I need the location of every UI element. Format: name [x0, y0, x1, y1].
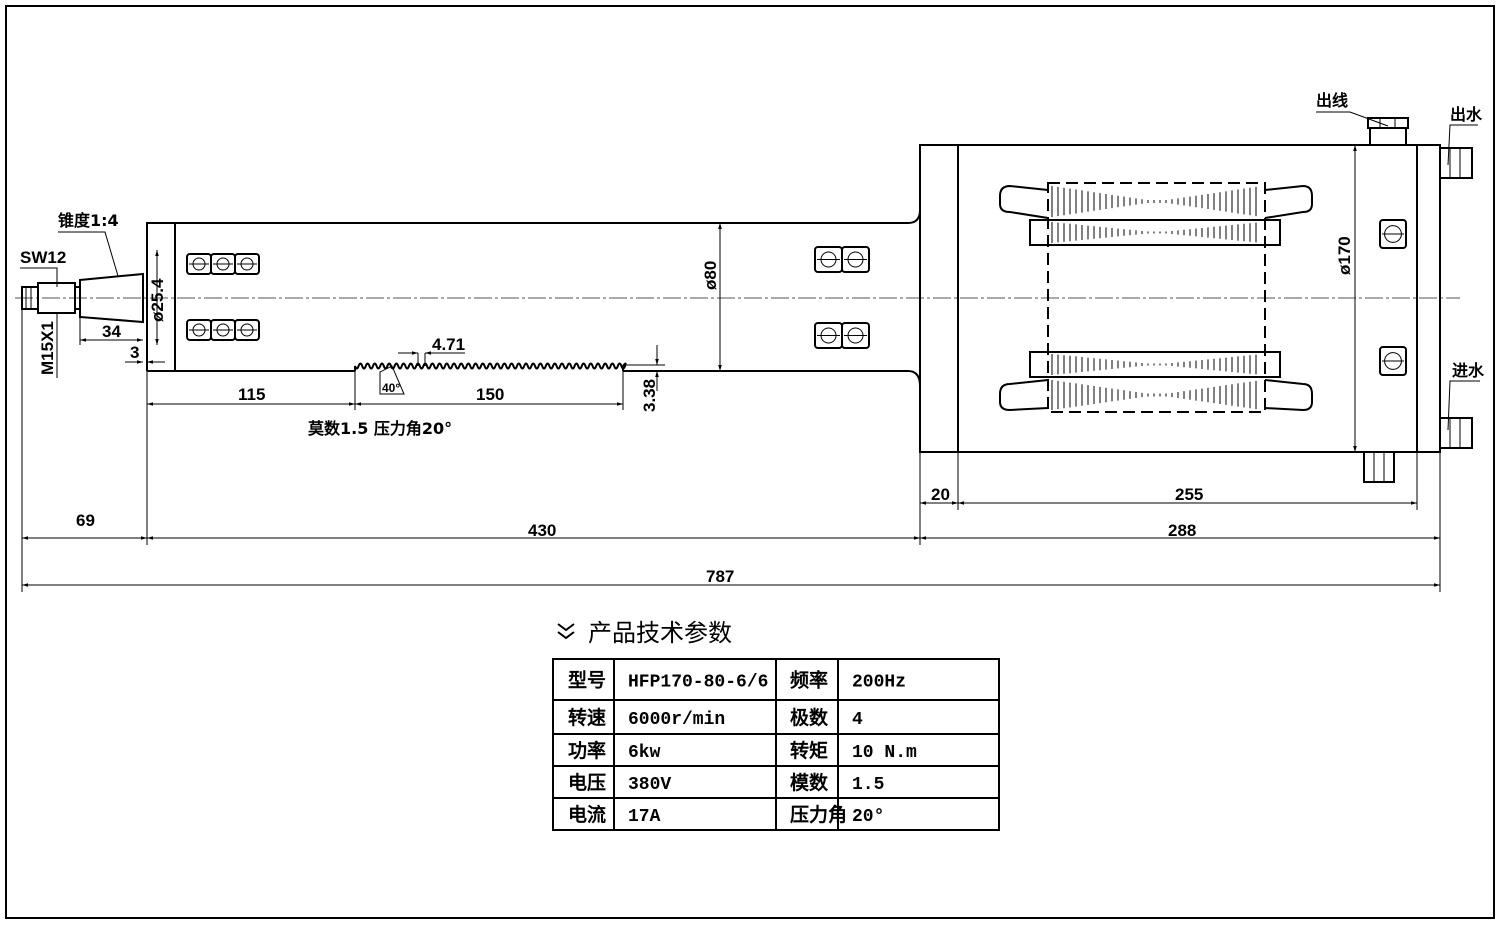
dim-288: 288 [1168, 521, 1196, 540]
dim-3: 3 [130, 343, 139, 362]
cable-out-label: 出线 [1316, 91, 1348, 110]
bolt-hole [814, 322, 843, 349]
water-out-fitting [1439, 147, 1473, 179]
water-in-fitting [1439, 417, 1473, 449]
spec-label: 电压 [568, 771, 606, 794]
spec-value: 17A [628, 807, 661, 827]
bolt-hole [210, 253, 236, 275]
bottom-gland [1363, 451, 1395, 483]
spec-label: 功率 [568, 739, 606, 762]
water-out-label: 出水 [1450, 105, 1483, 124]
spec-label: 压力角 [790, 803, 847, 826]
dim-115: 115 [238, 385, 265, 404]
spec-value: 20° [852, 807, 884, 827]
bolt-hole [841, 246, 870, 273]
taper-label: 锥度1:4 [58, 211, 119, 230]
body-diameter: ø170 [1335, 236, 1354, 275]
spec-section: 产品技术参数 型号 HFP170-80-6/6 频率 200Hz 转速 6000r/min… [552, 619, 1000, 831]
dimensions: 34 3 115 150 4.71 3.38 20 255 69 430 [21, 309, 1441, 592]
bolt-hole [186, 253, 212, 275]
thread-label: M15X1 [38, 321, 57, 375]
spec-label: 模数 [790, 771, 829, 794]
annotations: 锥度1:4 SW12 M15X1 ø25.4 ø80 ø170 出线 出水 进水… [20, 91, 1485, 452]
spec-value: 10 N.m [852, 743, 917, 763]
bolt-hole [814, 246, 843, 273]
spec-label: 转速 [568, 706, 606, 729]
dim-34: 34 [102, 322, 121, 341]
spec-label: 频率 [790, 669, 828, 692]
dim-150: 150 [476, 385, 504, 404]
dim-20: 20 [931, 485, 950, 504]
dim-69: 69 [76, 511, 95, 530]
drawing-border [5, 5, 1495, 919]
dim-255: 255 [1175, 485, 1203, 504]
water-in-label: 进水 [1452, 361, 1485, 380]
spec-value: 1.5 [852, 775, 884, 795]
bolt-hole [1379, 219, 1407, 249]
taper [79, 272, 144, 324]
table-row: 型号 HFP170-80-6/6 频率 200Hz [568, 669, 906, 693]
cable-gland [1369, 127, 1407, 146]
spec-label: 转矩 [790, 739, 828, 762]
rack-teeth [354, 362, 627, 371]
table-row: 功率 6kw 转矩 10 N.m [568, 739, 917, 763]
shaft-diameter: ø80 [701, 261, 720, 290]
spec-label: 电流 [568, 803, 606, 826]
spec-value: 6000r/min [628, 710, 725, 730]
spec-value: 200Hz [852, 673, 906, 693]
dim-430: 430 [528, 521, 556, 540]
motor-body [919, 117, 1473, 483]
spec-value: 4 [852, 710, 863, 730]
bolt-hole [234, 253, 260, 275]
stator-winding [999, 182, 1313, 413]
spec-value: HFP170-80-6/6 [628, 673, 768, 693]
dim-3-38: 3.38 [640, 379, 659, 412]
bolt-hole [841, 322, 870, 349]
spec-value: 6kw [628, 743, 661, 763]
double-chevron-icon [557, 623, 575, 640]
dim-787: 787 [706, 567, 734, 586]
spec-label: 极数 [790, 706, 829, 729]
table-row: 转速 6000r/min 极数 4 [568, 706, 863, 730]
spec-label: 型号 [568, 669, 606, 692]
bolt-hole [210, 319, 236, 341]
tooth-angle-label: 40° [382, 381, 400, 395]
bolt-hole [234, 319, 260, 341]
spec-title: 产品技术参数 [588, 619, 732, 647]
dim-4-71: 4.71 [432, 335, 465, 354]
bolt-hole [1379, 346, 1407, 376]
spec-value: 380V [628, 775, 671, 795]
rack-spec-label: 莫数1.5 压力角20° [307, 419, 452, 438]
spec-table: 型号 HFP170-80-6/6 频率 200Hz 转速 6000r/min 极数 4 功率 6k… [552, 658, 1000, 831]
wrench-label: SW12 [20, 248, 66, 267]
bolt-hole [186, 319, 212, 341]
bolt-holes [186, 219, 1407, 376]
table-row: 电压 380V 模数 1.5 [568, 771, 884, 795]
